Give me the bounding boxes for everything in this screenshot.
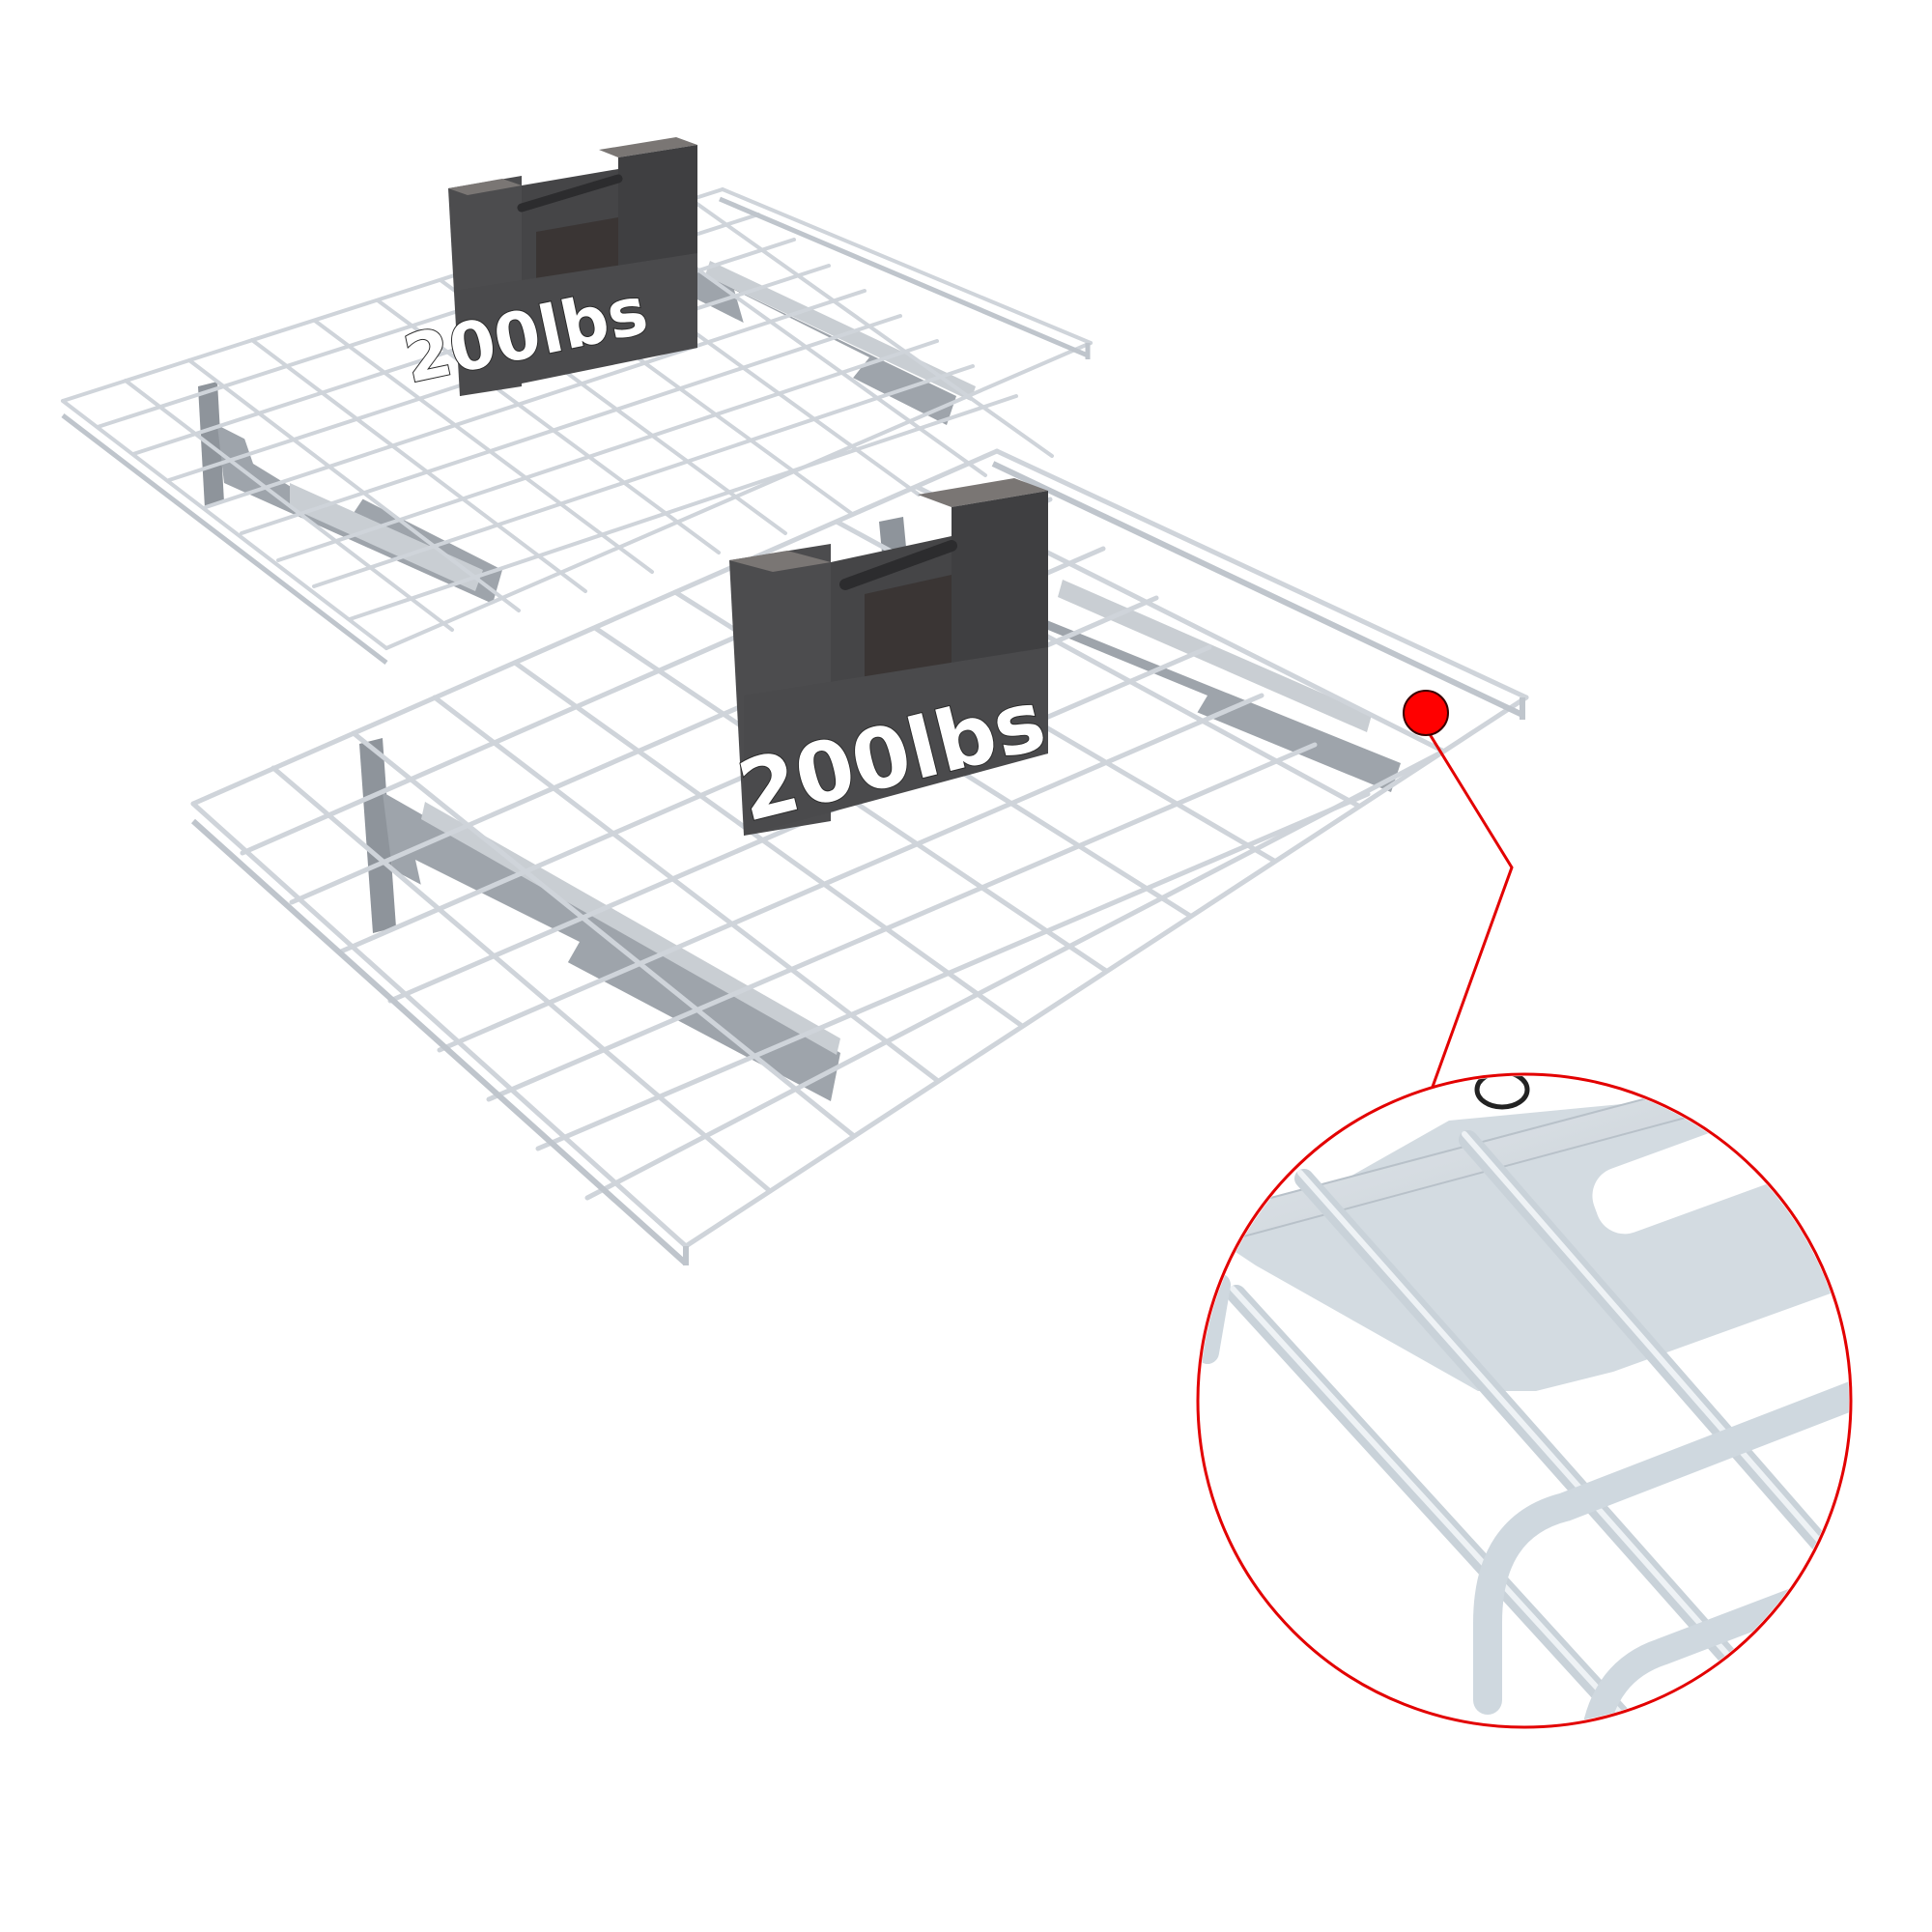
detail-circle-border <box>1196 1072 1853 1729</box>
detail-magnifier <box>1196 1072 1853 1729</box>
detail-rolled-edge <box>1473 1377 1849 1715</box>
top-shelf-rolled-edge <box>61 196 1091 665</box>
bottom-shelf-rolled-edge <box>190 461 1525 1266</box>
callout <box>1196 690 1853 1729</box>
callout-dot <box>1403 690 1449 736</box>
callout-leader-line <box>1428 733 1514 1088</box>
top-shelf-bracket-left <box>198 382 502 604</box>
detail-screw-hole <box>1474 1076 1530 1110</box>
